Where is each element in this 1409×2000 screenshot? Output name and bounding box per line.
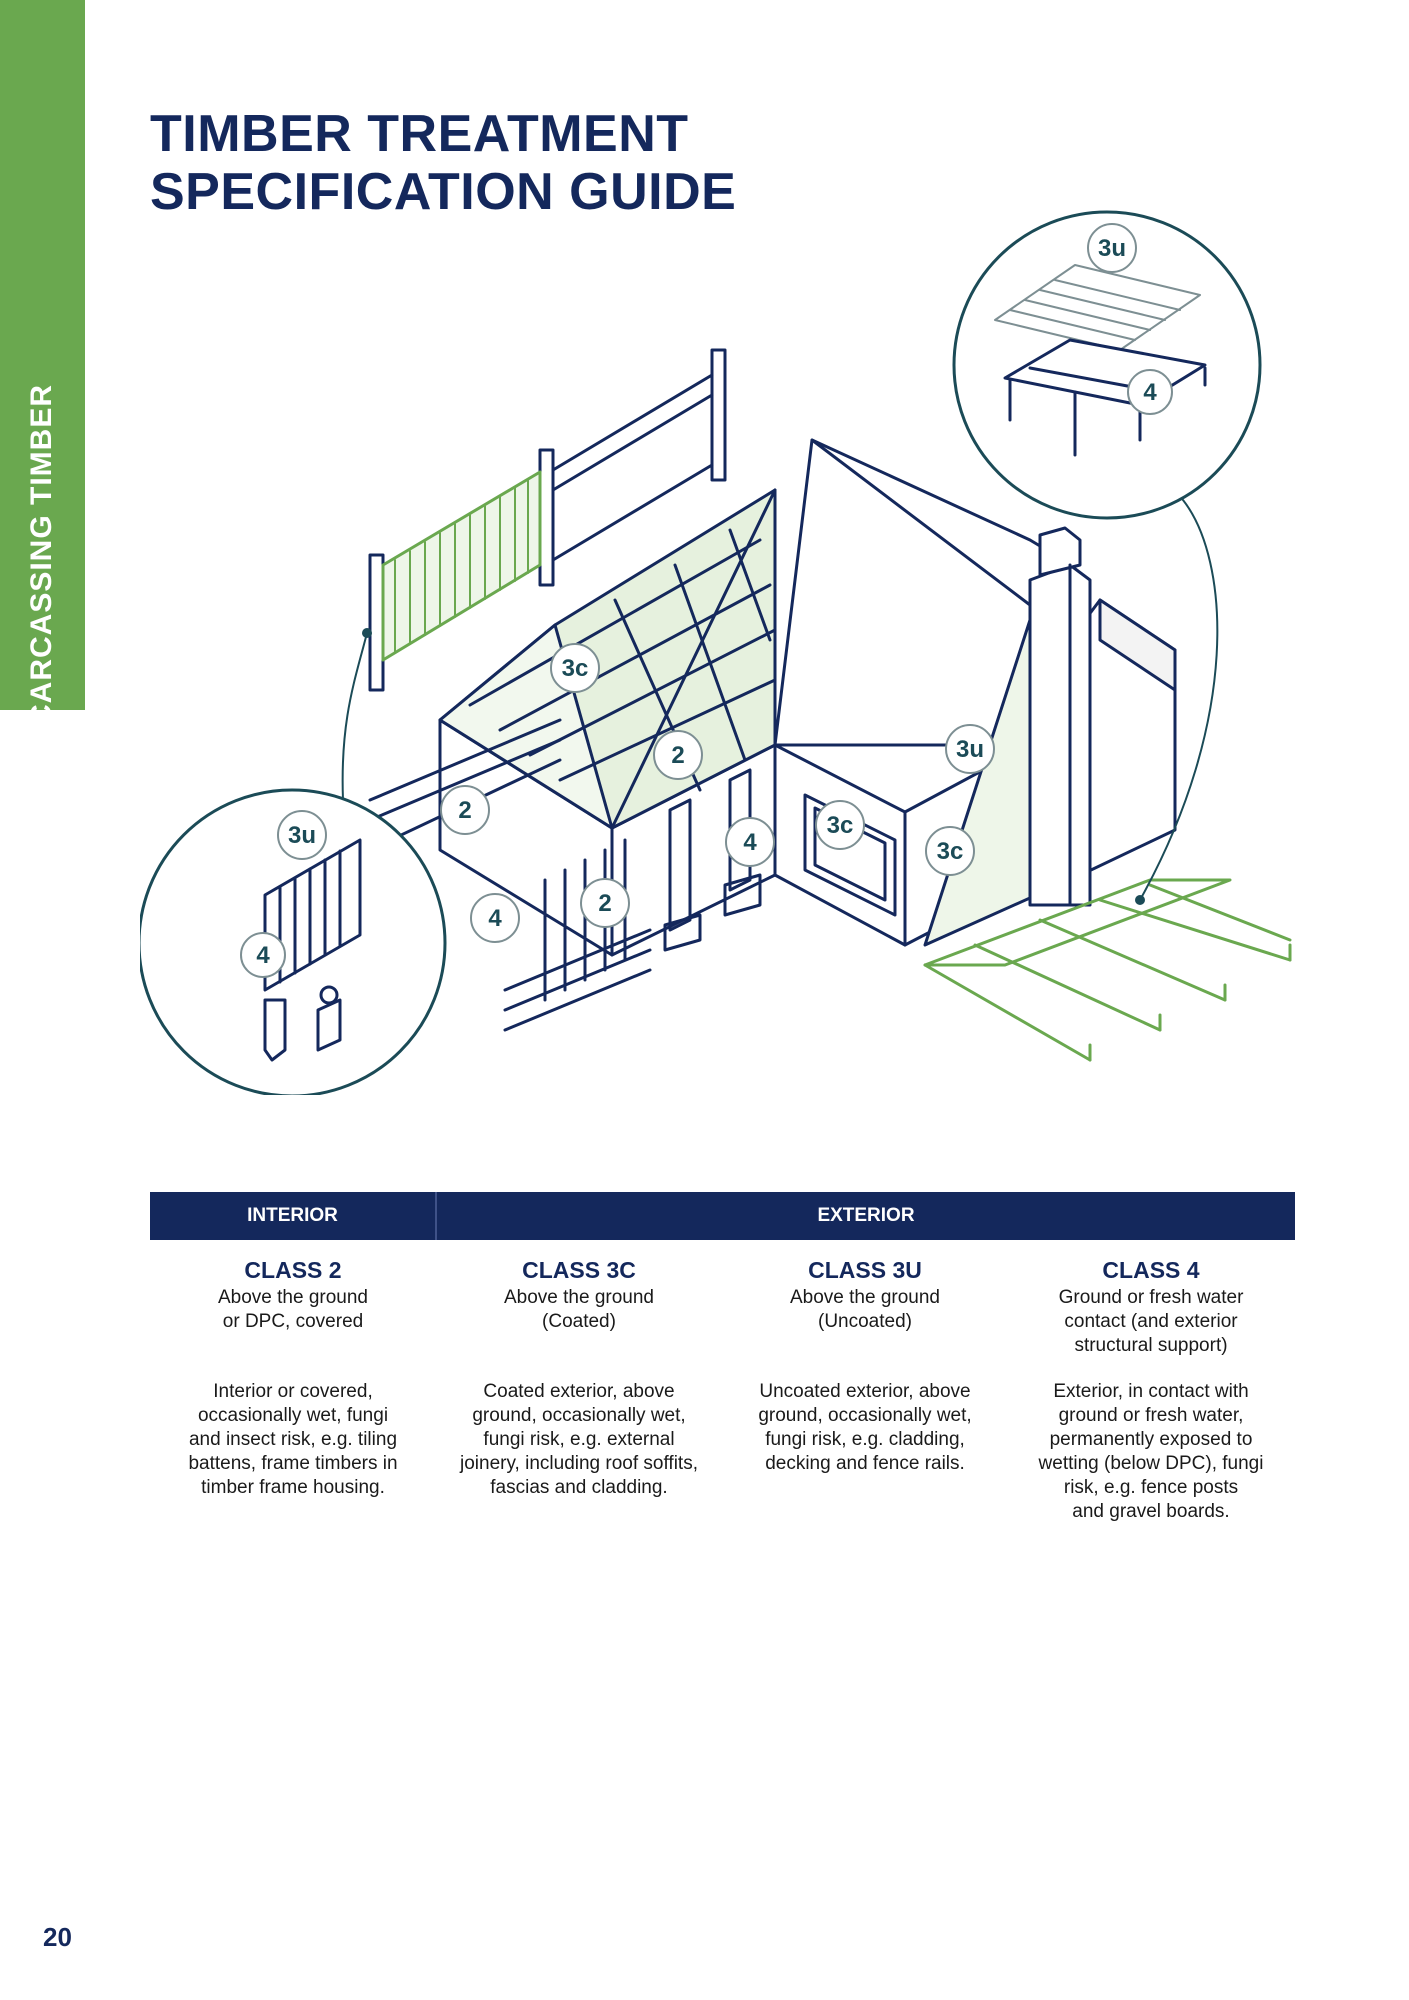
class-description: Interior or covered, occasionally wet, f…: [188, 1381, 398, 1498]
badge-class-3u: 3u: [945, 724, 995, 774]
house-illustration: 3u 4 3c 2 3u 3c 3c 4 2 2 4 3u 4: [140, 210, 1292, 1095]
svg-text:4: 4: [488, 905, 502, 932]
badge-class-2: 2: [440, 785, 490, 835]
badge-class-2: 2: [653, 730, 703, 780]
header-exterior: EXTERIOR: [817, 1205, 915, 1226]
page-title-line1: TIMBER TREATMENT: [150, 105, 689, 163]
svg-text:3u: 3u: [956, 736, 984, 763]
class-title: CLASS 4: [1102, 1257, 1200, 1283]
table-columns: CLASS 2 Above the ground or DPC, covered…: [150, 1256, 1295, 1524]
section-tab-label: CARCASSING TIMBER: [25, 383, 58, 727]
page-title-line2: SPECIFICATION GUIDE: [150, 163, 737, 221]
class-title: CLASS 3C: [522, 1257, 636, 1283]
badge-class-4: 4: [1127, 369, 1173, 415]
svg-text:2: 2: [671, 742, 684, 769]
connector-dot: [1135, 895, 1145, 905]
badge-class-2: 2: [580, 878, 630, 928]
class-4-column: CLASS 4 Ground or fresh water contact (a…: [1008, 1256, 1294, 1524]
class-3u-column: CLASS 3U Above the ground (Uncoated) Unc…: [722, 1256, 1008, 1524]
badge-class-3u: 3u: [1087, 223, 1137, 273]
header-interior: INTERIOR: [150, 1192, 437, 1240]
class-title: CLASS 3U: [808, 1257, 922, 1283]
fence-slats: [394, 479, 529, 654]
section-tab: CARCASSING TIMBER: [0, 0, 85, 726]
classification-table: INTERIOR EXTERIOR CLASS 2 Above the grou…: [150, 1192, 1295, 1524]
svg-text:4: 4: [256, 942, 270, 969]
class-2-column: CLASS 2 Above the ground or DPC, covered…: [150, 1256, 436, 1524]
svg-text:3c: 3c: [827, 812, 854, 839]
badge-class-3c: 3c: [815, 800, 865, 850]
badge-class-3c: 3c: [925, 826, 975, 876]
class-subtitle: Ground or fresh water contact (and exter…: [1058, 1287, 1244, 1356]
badge-class-4: 4: [470, 893, 520, 943]
page-number: 20: [43, 1922, 72, 1952]
svg-text:2: 2: [598, 890, 611, 917]
svg-text:4: 4: [743, 829, 757, 856]
badge-class-3c: 3c: [550, 643, 600, 693]
callout-connectors: [341, 499, 1219, 901]
svg-text:3c: 3c: [937, 838, 964, 865]
class-subtitle: Above the ground (Uncoated): [789, 1287, 940, 1332]
svg-text:3c: 3c: [562, 655, 589, 682]
svg-text:3u: 3u: [288, 822, 316, 849]
badge-class-4: 4: [725, 817, 775, 867]
class-subtitle: Above the ground or DPC, covered: [217, 1287, 368, 1332]
svg-text:4: 4: [1143, 379, 1157, 406]
class-subtitle: Above the ground (Coated): [503, 1287, 654, 1332]
badge-class-4: 4: [240, 932, 286, 978]
badge-class-3u: 3u: [277, 810, 327, 860]
class-description: Exterior, in contact with ground or fres…: [1038, 1381, 1264, 1522]
class-badges: 3u 4 3c 2 3u 3c 3c 4 2 2 4 3u 4: [240, 223, 1173, 978]
class-description: Uncoated exterior, above ground, occasio…: [758, 1381, 972, 1474]
page-title: TIMBER TREATMENT SPECIFICATION GUIDE: [150, 105, 736, 221]
svg-text:2: 2: [458, 797, 471, 824]
svg-text:3u: 3u: [1098, 235, 1126, 262]
fence-post-detail-circle: [140, 788, 447, 1095]
class-3c-column: CLASS 3C Above the ground (Coated) Coate…: [436, 1256, 722, 1524]
decking-joists: [923, 878, 1292, 1062]
class-title: CLASS 2: [244, 1257, 342, 1283]
decking-detail-circle: [952, 210, 1262, 520]
table-header: INTERIOR EXTERIOR: [150, 1192, 1295, 1240]
connector-dot: [362, 628, 372, 638]
class-description: Coated exterior, above ground, occasiona…: [460, 1381, 698, 1498]
